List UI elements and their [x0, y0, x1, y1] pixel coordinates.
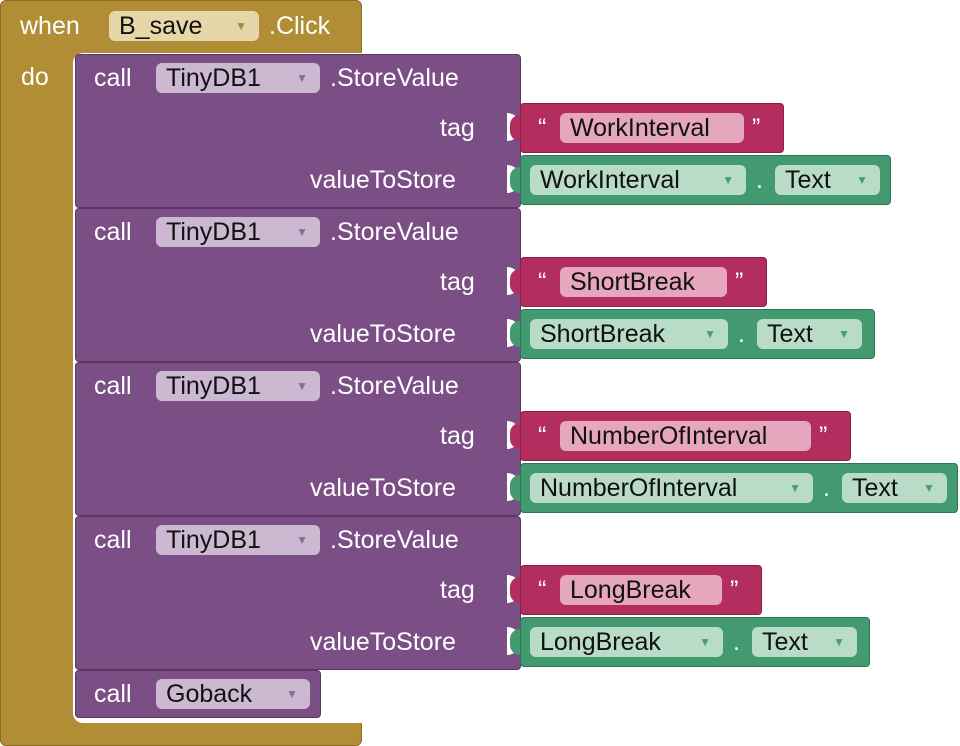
text-field[interactable]: ShortBreak	[560, 267, 727, 297]
close-quote: ”	[819, 422, 828, 450]
component-name: TinyDB1	[166, 526, 261, 554]
method-name: .StoreValue	[330, 64, 459, 92]
call-label: call	[94, 64, 132, 92]
chevron-down-icon: ▼	[699, 635, 711, 649]
chevron-down-icon: ▼	[296, 379, 308, 393]
property-name: Text	[852, 474, 898, 502]
call-label: call	[94, 526, 132, 554]
component-dropdown-tinydb[interactable]: TinyDB1 ▼	[156, 217, 320, 247]
tag-label: tag	[440, 422, 475, 450]
component-dropdown[interactable]: NumberOfInterval ▼	[530, 473, 813, 503]
close-quote: ”	[735, 268, 744, 296]
tag-text: ShortBreak	[570, 268, 696, 296]
method-name: .StoreValue	[330, 526, 459, 554]
chevron-down-icon: ▼	[296, 225, 308, 239]
call-label: call	[94, 680, 132, 708]
chevron-down-icon: ▼	[296, 533, 308, 547]
text-field[interactable]: WorkInterval	[560, 113, 744, 143]
output-tab	[510, 475, 520, 501]
property-dropdown[interactable]: Text ▼	[752, 627, 857, 657]
output-tab	[510, 577, 520, 603]
output-tab	[510, 269, 520, 295]
chevron-down-icon: ▼	[235, 19, 247, 33]
tag-text: LongBreak	[570, 576, 691, 604]
property-dot: .	[823, 474, 830, 502]
chevron-down-icon: ▼	[789, 481, 801, 495]
chevron-down-icon: ▼	[838, 327, 850, 341]
method-name: .StoreValue	[330, 218, 459, 246]
open-quote: “	[538, 422, 547, 450]
property-name: Text	[785, 166, 831, 194]
chevron-down-icon: ▼	[296, 71, 308, 85]
value-to-store-label: valueToStore	[310, 628, 456, 656]
output-tab	[510, 629, 520, 655]
event-name: .Click	[269, 12, 331, 40]
close-quote: ”	[752, 114, 761, 142]
chevron-down-icon: ▼	[833, 635, 845, 649]
procedure-dropdown-goback[interactable]: Goback ▼	[156, 679, 310, 709]
output-tab	[510, 423, 520, 449]
component-name: LongBreak	[540, 628, 661, 656]
value-to-store-label: valueToStore	[310, 320, 456, 348]
property-name: Text	[762, 628, 808, 656]
component-name: NumberOfInterval	[540, 474, 738, 502]
when-label: when	[20, 12, 80, 40]
component-name: WorkInterval	[540, 166, 680, 194]
open-quote: “	[538, 576, 547, 604]
chevron-down-icon: ▼	[856, 173, 868, 187]
close-quote: ”	[730, 576, 739, 604]
chevron-down-icon: ▼	[704, 327, 716, 341]
component-name: TinyDB1	[166, 64, 261, 92]
component-name: TinyDB1	[166, 372, 261, 400]
component-dropdown[interactable]: WorkInterval ▼	[530, 165, 746, 195]
output-tab	[510, 167, 520, 193]
chevron-down-icon: ▼	[923, 481, 935, 495]
value-to-store-label: valueToStore	[310, 474, 456, 502]
value-to-store-label: valueToStore	[310, 166, 456, 194]
property-dropdown[interactable]: Text ▼	[775, 165, 880, 195]
component-name: TinyDB1	[166, 218, 261, 246]
property-dot: .	[738, 320, 745, 348]
component-dropdown-tinydb[interactable]: TinyDB1 ▼	[156, 371, 320, 401]
property-dropdown[interactable]: Text ▼	[842, 473, 947, 503]
open-quote: “	[538, 268, 547, 296]
tag-label: tag	[440, 268, 475, 296]
output-tab	[510, 321, 520, 347]
property-dot: .	[756, 166, 763, 194]
component-dropdown-tinydb[interactable]: TinyDB1 ▼	[156, 525, 320, 555]
chevron-down-icon: ▼	[722, 173, 734, 187]
component-name: B_save	[119, 12, 203, 40]
component-dropdown-b-save[interactable]: B_save ▼	[109, 11, 259, 41]
property-dropdown[interactable]: Text ▼	[757, 319, 862, 349]
procedure-name: Goback	[166, 680, 253, 708]
output-tab	[510, 115, 520, 141]
tag-text: WorkInterval	[570, 114, 710, 142]
call-label: call	[94, 218, 132, 246]
component-name: ShortBreak	[540, 320, 666, 348]
method-name: .StoreValue	[330, 372, 459, 400]
text-field[interactable]: LongBreak	[560, 575, 722, 605]
tag-label: tag	[440, 576, 475, 604]
chevron-down-icon: ▼	[286, 687, 298, 701]
do-label: do	[21, 63, 49, 91]
tag-label: tag	[440, 114, 475, 142]
tag-text: NumberOfInterval	[570, 422, 768, 450]
component-dropdown[interactable]: ShortBreak ▼	[530, 319, 728, 349]
component-dropdown-tinydb[interactable]: TinyDB1 ▼	[156, 63, 320, 93]
component-dropdown[interactable]: LongBreak ▼	[530, 627, 723, 657]
property-name: Text	[767, 320, 813, 348]
open-quote: “	[538, 114, 547, 142]
text-field[interactable]: NumberOfInterval	[560, 421, 811, 451]
call-label: call	[94, 372, 132, 400]
property-dot: .	[733, 628, 740, 656]
